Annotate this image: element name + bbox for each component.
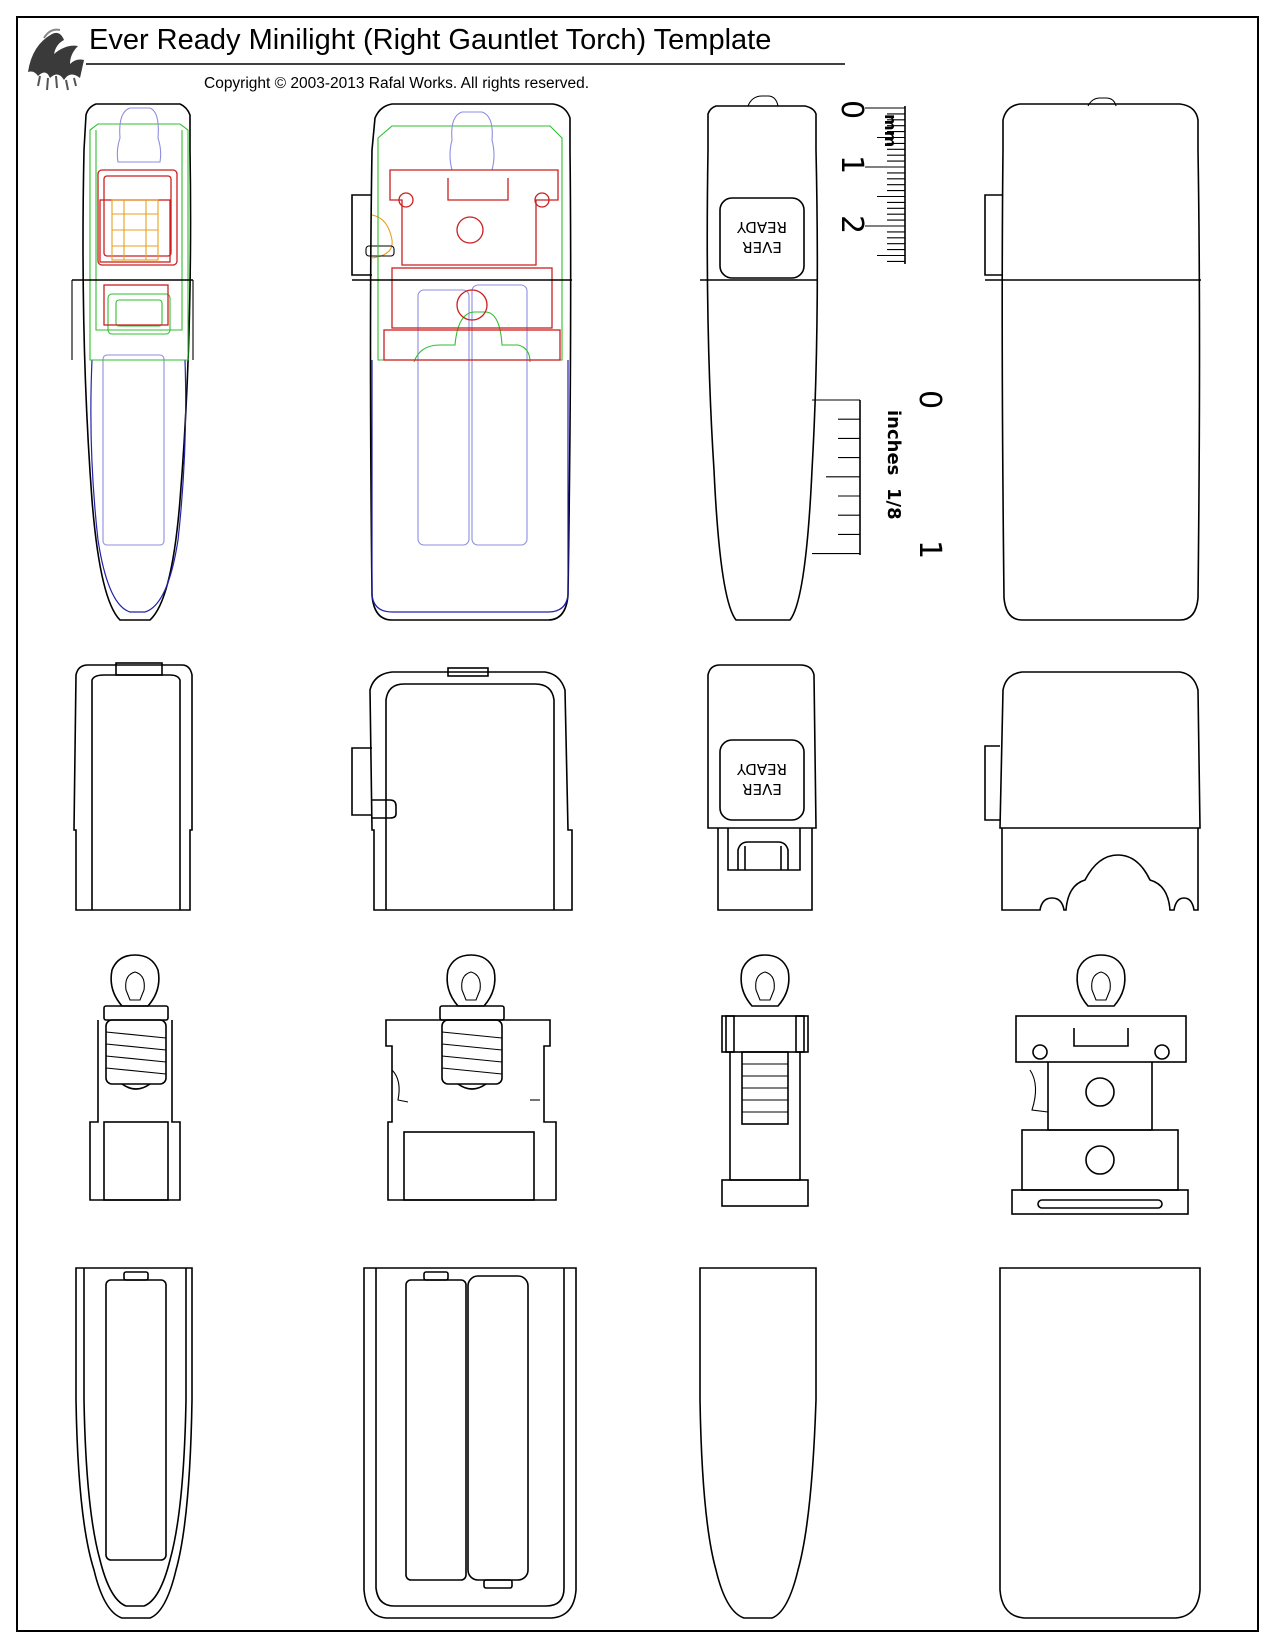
mm-label-1: 1 bbox=[834, 155, 869, 174]
inches-ruler: 0 inches 1/8 1 bbox=[812, 390, 947, 559]
mm-label-0: 0 bbox=[834, 100, 869, 119]
front-cap-with-clip-view bbox=[984, 671, 1201, 911]
side-body-with-battery bbox=[75, 1267, 193, 1619]
front-cap-view bbox=[351, 667, 573, 911]
ever-ready-badge-small: EVER READY bbox=[719, 739, 805, 821]
lamp-assembly-side bbox=[89, 954, 181, 1201]
mm-ruler: mm 0 1 2 bbox=[834, 100, 906, 264]
ever-ready-badge: EVER READY bbox=[719, 197, 805, 279]
badge-line-1: EVER bbox=[742, 238, 782, 256]
badge-line-2: READY bbox=[736, 218, 787, 236]
front-exterior-view bbox=[984, 97, 1201, 621]
lamp-assembly-narrow-side bbox=[721, 954, 809, 1207]
side-body-exterior bbox=[699, 1267, 817, 1619]
badge-small-line-2: READY bbox=[736, 760, 787, 778]
lamp-assembly-full-front bbox=[1011, 954, 1189, 1215]
lamp-assembly-front bbox=[385, 954, 557, 1201]
page-border bbox=[16, 16, 1259, 1632]
page-title: Ever Ready Minilight (Right Gauntlet Tor… bbox=[89, 24, 771, 56]
mm-label-2: 2 bbox=[834, 215, 869, 234]
inch-label-0: 0 bbox=[912, 390, 947, 409]
side-cap-view bbox=[73, 662, 193, 911]
mm-unit-label: mm bbox=[881, 114, 900, 147]
front-internal-view bbox=[351, 103, 572, 621]
inch-label-eighth: 1/8 bbox=[883, 488, 904, 520]
front-body-exterior bbox=[999, 1267, 1201, 1619]
copyright-text: Copyright © 2003-2013 Rafal Works. All r… bbox=[204, 75, 589, 92]
rafal-works-logo bbox=[28, 28, 84, 91]
inch-label-1: 1 bbox=[912, 540, 947, 559]
side-cap-with-clip-view: EVER READY bbox=[707, 664, 817, 911]
badge-small-line-1: EVER bbox=[742, 780, 782, 798]
side-exterior-view: EVER READY bbox=[700, 95, 819, 621]
header: Ever Ready Minilight (Right Gauntlet Tor… bbox=[28, 24, 845, 92]
front-body-with-batteries bbox=[363, 1267, 577, 1619]
inch-unit-label: inches bbox=[883, 410, 904, 475]
side-internal-view bbox=[71, 103, 194, 621]
